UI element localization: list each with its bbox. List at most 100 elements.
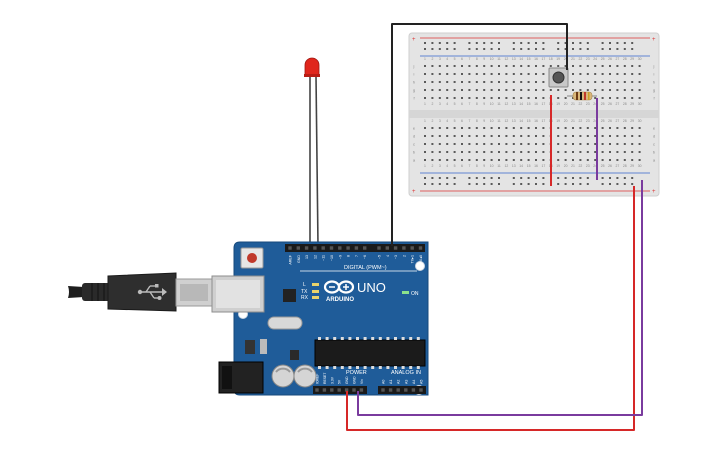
row-letter-label: c (653, 142, 655, 147)
column-number-label: 20 (564, 57, 568, 61)
rail-hole (424, 42, 426, 44)
column-number-label: 30 (638, 164, 642, 168)
column-number-label: 25 (601, 57, 605, 61)
terminal-hole (564, 143, 567, 145)
terminal-hole (601, 97, 604, 99)
terminal-hole (535, 135, 537, 137)
terminal-hole (631, 159, 634, 161)
rail-hole (609, 177, 611, 179)
terminal-hole (623, 65, 626, 67)
column-number-label: 29 (630, 57, 634, 61)
terminal-hole (424, 151, 426, 153)
chip-pin (416, 366, 420, 369)
rail-hole (601, 48, 604, 50)
rail-hole (579, 177, 582, 179)
power-pin-label: GND (345, 376, 349, 384)
column-number-label: 3 (439, 119, 441, 123)
power-pin-hole (322, 388, 327, 392)
terminal-hole (483, 127, 486, 129)
terminal-hole (601, 127, 604, 129)
chip-pin (348, 366, 352, 369)
chip-pin (386, 337, 390, 340)
row-letter-label: g (413, 88, 415, 93)
terminal-hole (616, 135, 619, 137)
terminal-hole (601, 151, 604, 153)
terminal-hole (527, 159, 530, 161)
column-number-label: 8 (476, 119, 478, 123)
terminal-hole (609, 81, 611, 83)
terminal-hole (461, 73, 463, 75)
chip-pin (363, 366, 367, 369)
digital-pin-hole (346, 246, 350, 250)
rail-hole (557, 183, 560, 185)
terminal-hole (631, 151, 634, 153)
terminal-hole (579, 159, 582, 161)
breadboard-labels: 1111222233334444555566667777888899991010… (413, 57, 656, 168)
terminal-hole (579, 73, 582, 75)
rail-hole (520, 177, 523, 179)
rx-led (312, 296, 319, 299)
terminal-hole (586, 127, 589, 129)
chip-pin (409, 366, 413, 369)
column-number-label: 19 (556, 164, 560, 168)
terminal-hole (512, 135, 515, 137)
terminal-hole (594, 65, 597, 67)
terminal-hole (431, 159, 434, 161)
atmega-chip (314, 339, 426, 367)
column-number-label: 17 (542, 119, 546, 123)
rail-hole (579, 42, 582, 44)
terminal-hole (431, 81, 434, 83)
terminal-hole (535, 81, 537, 83)
digital-pin-label: ~10 (330, 255, 334, 261)
terminal-hole (557, 151, 560, 153)
digital-pin-hole (313, 246, 317, 250)
rail-hole (623, 48, 626, 50)
terminal-hole (431, 151, 434, 153)
rail-hole (468, 42, 471, 44)
column-number-label: 23 (586, 102, 590, 106)
terminal-hole (512, 89, 515, 91)
terminal-hole (490, 127, 493, 129)
column-number-label: 4 (446, 102, 448, 106)
terminal-hole (594, 151, 597, 153)
rail-hole (616, 177, 619, 179)
column-number-label: 30 (638, 119, 642, 123)
terminal-hole (638, 73, 641, 75)
terminal-hole (475, 81, 478, 83)
analog-pin-hole (381, 388, 385, 392)
terminal-hole (468, 89, 471, 91)
terminal-hole (520, 97, 523, 99)
terminal-hole (468, 143, 471, 145)
chip-pin (318, 337, 321, 340)
row-letter-label: j (653, 64, 655, 69)
led-dome (304, 57, 320, 77)
on-led (402, 291, 409, 294)
chip-pin (333, 337, 337, 340)
terminal-hole (498, 97, 500, 99)
small-component (290, 350, 299, 360)
column-number-label: 6 (461, 102, 463, 106)
column-number-label: 5 (454, 164, 456, 168)
digital-pin-label: GND (297, 255, 301, 263)
analog-pin-hole (404, 388, 408, 392)
rail-hole (542, 177, 545, 179)
rail-hole (535, 42, 537, 44)
breadboard-holes (424, 42, 641, 185)
rail-hole (631, 177, 634, 179)
column-number-label: 2 (431, 164, 433, 168)
header-holes (288, 246, 423, 392)
terminal-hole (631, 73, 634, 75)
terminal-hole (616, 97, 619, 99)
terminal-hole (579, 135, 582, 137)
rail-hole (564, 48, 567, 50)
rail-hole (631, 42, 634, 44)
terminal-hole (564, 127, 567, 129)
row-letter-label: f (653, 96, 655, 101)
usb-b-port-inner (216, 280, 260, 308)
terminal-hole (638, 97, 641, 99)
column-number-label: 7 (468, 102, 470, 106)
terminal-hole (557, 159, 560, 161)
column-number-label: 11 (497, 119, 501, 123)
terminal-hole (609, 159, 611, 161)
